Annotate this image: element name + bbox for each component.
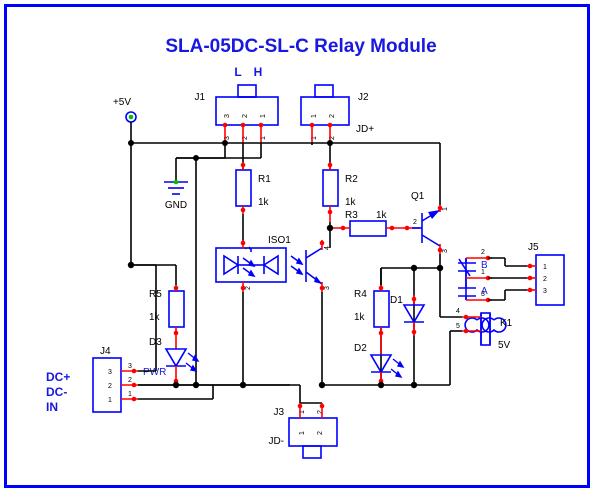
j4-pin3-inner: 3 [108, 369, 112, 376]
d2-ref: D2 [354, 343, 367, 354]
iso1-pin2: 2 [245, 286, 252, 290]
resistor-r4: R4 1k [354, 268, 390, 337]
connector-j3[interactable]: J3 JD- 1 2 1 2 [268, 403, 338, 459]
d3-pwr-label: PWR [143, 367, 166, 378]
iso1-pin1: 1 [245, 246, 252, 250]
j3-pin2-inner: 2 [317, 431, 324, 435]
j5-pin2: 2 [543, 276, 547, 283]
k1-contact-pin2: 2 [481, 249, 485, 256]
optocoupler-iso1: ISO1 1 2 4 3 [215, 235, 331, 385]
k1-ref: K1 [500, 318, 513, 329]
ground-symbol: GND [164, 158, 188, 211]
j1-pin2-inner: 2 [242, 114, 249, 118]
iso1-pin4: 4 [324, 246, 331, 250]
j3-pin1-outer: 1 [299, 410, 306, 414]
j4-pin2-inner: 2 [108, 383, 112, 390]
connector-j1[interactable]: J1 L H 3 2 1 3 2 1 [194, 65, 279, 143]
q1-ref: Q1 [411, 191, 425, 202]
j1-pin3-outer: 3 [224, 136, 231, 140]
j4-label-dcminus: DC- [46, 385, 67, 399]
page-title: SLA-05DC-SL-C Relay Module [165, 36, 436, 57]
q1-pin2: 2 [413, 219, 417, 226]
j4-pin3-outer: 3 [128, 363, 132, 370]
k1-contact-pin1: 1 [481, 269, 485, 276]
j2-pin2-outer: 2 [329, 136, 336, 140]
iso1-pin3: 3 [324, 286, 331, 290]
k1-coil-pin5: 5 [456, 323, 460, 330]
j3-pin1-inner: 1 [299, 431, 306, 435]
resistor-r3: R3 1k [333, 210, 420, 237]
j1-ref: J1 [194, 92, 205, 103]
supply-label: +5V [113, 97, 131, 108]
j1-tag-h: H [254, 65, 263, 79]
bus-bottom [138, 330, 462, 404]
j5-ref: J5 [528, 242, 539, 253]
r1-value: 1k [258, 197, 270, 208]
d1-ref: D1 [390, 295, 403, 306]
diode-d1: D1 [390, 295, 426, 336]
supply-terminal-5v[interactable]: +5V [113, 97, 137, 143]
r5-value: 1k [149, 312, 161, 323]
connector-j2[interactable]: J2 JD+ 1 2 1 2 [300, 84, 374, 143]
j4-pin1-outer: 1 [128, 391, 132, 398]
j4-label-dcplus: DC+ [46, 370, 70, 384]
iso1-ref: ISO1 [268, 235, 291, 246]
q1-pin1: 1 [442, 207, 449, 211]
j2-net-label: JD+ [356, 124, 374, 135]
r2-ref: R2 [345, 174, 358, 185]
j2-pin2-inner: 2 [329, 114, 336, 118]
j1-pin3-inner: 3 [224, 114, 231, 118]
r3-ref: R3 [345, 210, 358, 221]
j4-pin1-inner: 1 [108, 397, 112, 404]
k1-coil-pin4: 4 [456, 308, 460, 315]
j1-pin2-outer: 2 [242, 136, 249, 140]
transistor-q1: Q1 1 2 3 [411, 191, 449, 268]
r3-value: 1k [376, 210, 388, 221]
j4-ref: J4 [100, 346, 111, 357]
j2-pin1-inner: 1 [311, 114, 318, 118]
r4-value: 1k [354, 312, 366, 323]
q1-pin3: 3 [442, 249, 449, 253]
j4-label-in: IN [46, 400, 58, 414]
k1-contact-a-label: A [481, 286, 488, 297]
k1-contact-b-label: B [481, 260, 488, 271]
j3-pin2-outer: 2 [317, 410, 324, 414]
r4-ref: R4 [354, 289, 367, 300]
j5-pin3: 3 [543, 288, 547, 295]
j2-pin1-outer: 1 [311, 136, 318, 140]
k1-coil-voltage: 5V [498, 340, 511, 351]
led-d3: D3 PWR [143, 337, 200, 385]
j3-ref: J3 [273, 407, 284, 418]
page-border [4, 4, 590, 488]
resistor-r2: R2 1k [322, 162, 358, 248]
j3-net-label: JD- [268, 436, 284, 447]
ground-label: GND [165, 200, 187, 211]
j1-pin1-outer: 1 [260, 136, 267, 140]
j2-ref: J2 [358, 92, 369, 103]
led-d2: D2 [354, 337, 405, 385]
j4-pin2-outer: 2 [128, 377, 132, 384]
resistor-r1: R1 1k [235, 162, 271, 245]
bus-5v [128, 140, 441, 385]
connector-j4[interactable]: J4 DC+ DC- IN 3 2 1 3 2 1 [46, 264, 290, 414]
j1-tag-l: L [234, 65, 241, 79]
j5-pin1: 1 [543, 264, 547, 271]
connector-j5[interactable]: J5 1 2 3 [527, 242, 565, 306]
r1-ref: R1 [258, 174, 271, 185]
r2-value: 1k [345, 197, 357, 208]
relay-k1: 4 5 K1 5V B A 2 [456, 249, 527, 351]
k1-contact-pin3: 3 [481, 291, 485, 298]
j1-pin1-inner: 1 [260, 114, 267, 118]
